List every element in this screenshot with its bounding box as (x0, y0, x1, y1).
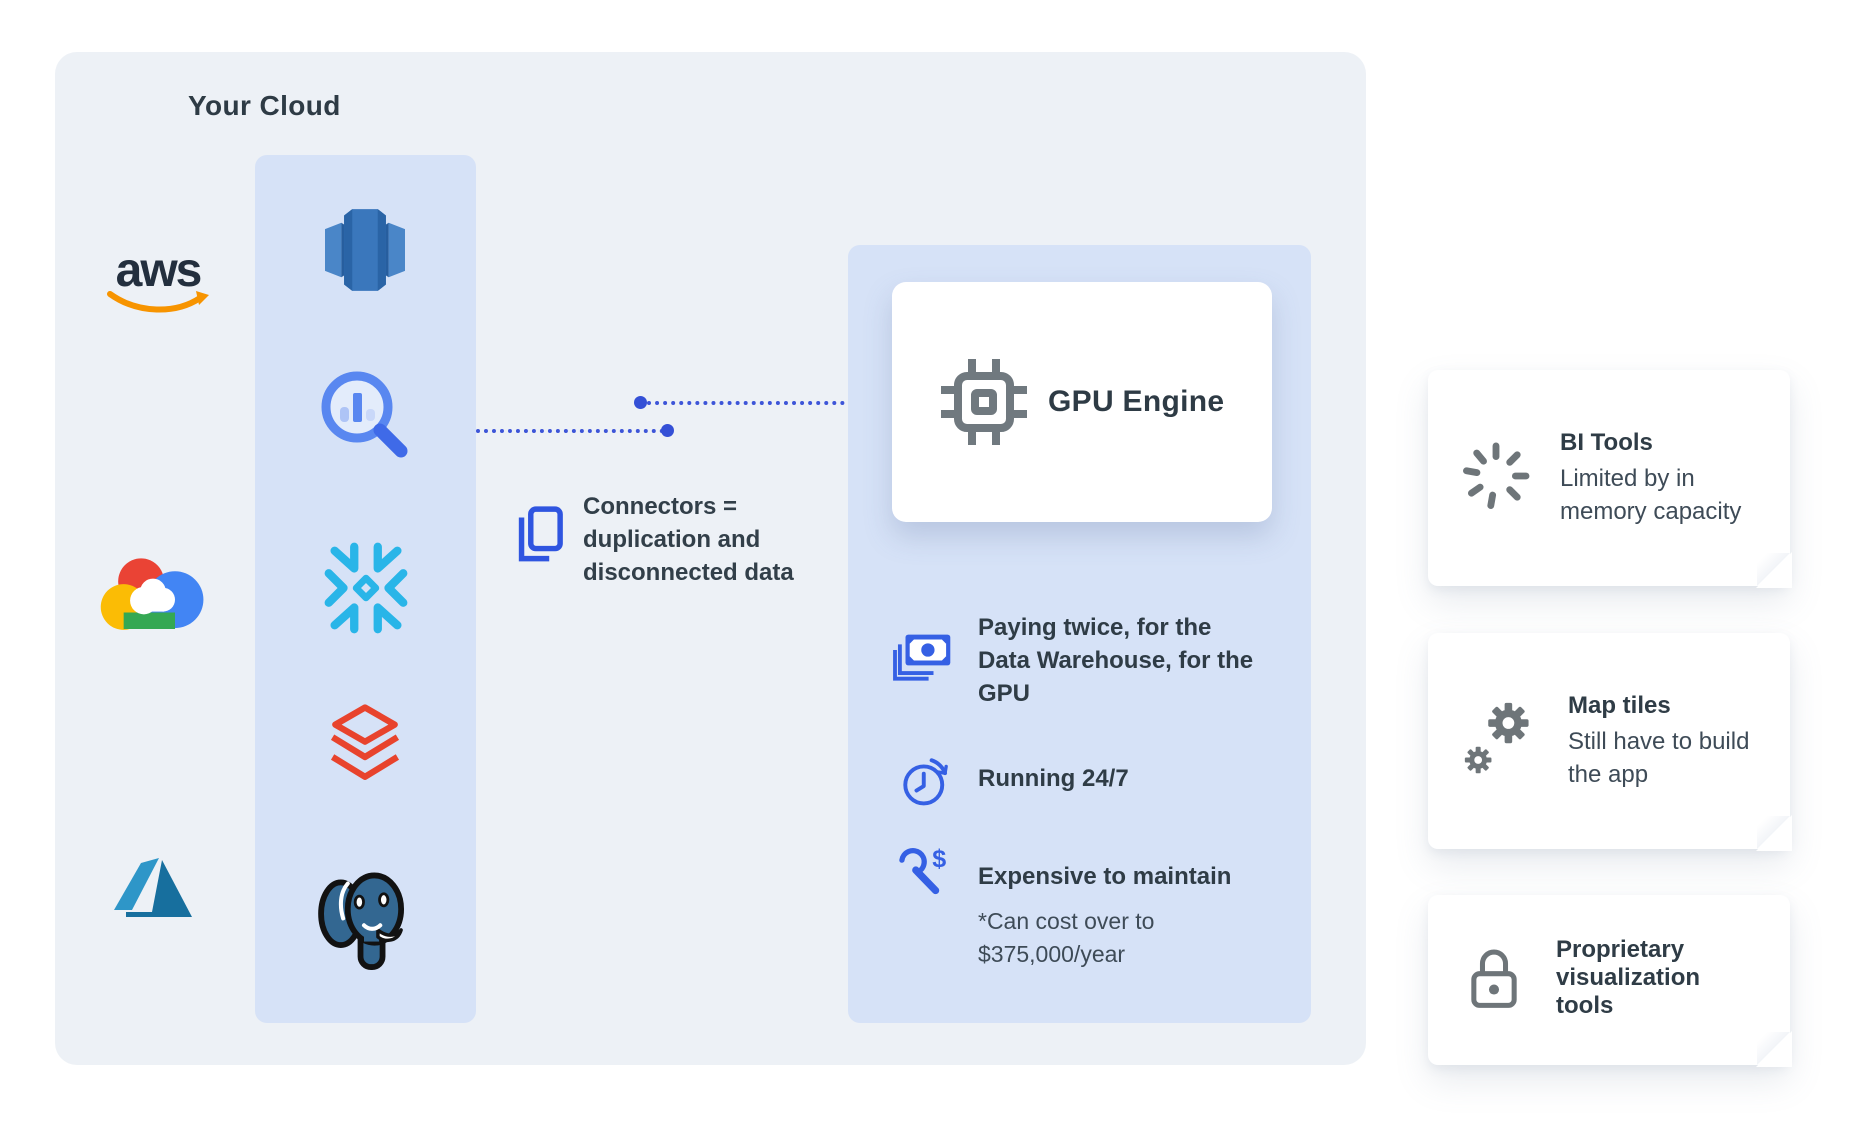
expensive-cost-note: *Can cost over to $375,000/year (978, 908, 1155, 967)
bi-tools-text: Limited by in memory capacity (1560, 464, 1742, 525)
aws-wordmark: aws (115, 244, 203, 297)
map-tiles-card: Map tiles Still have to build the app (1428, 633, 1790, 849)
wrench-dollar-icon: $ (894, 843, 960, 909)
snowflake-icon (317, 539, 415, 637)
spinner-icon (1458, 438, 1534, 519)
your-cloud-title: Your Cloud (188, 90, 341, 121)
running-247-text: Running 24/7 (978, 765, 1129, 792)
map-tiles-text: Still have to build the app (1568, 727, 1750, 788)
map-tiles-title: Map tiles (1568, 691, 1671, 719)
google-cloud-logo (98, 550, 208, 642)
connector-end-dot-lower (661, 424, 674, 437)
svg-text:$: $ (932, 845, 946, 873)
chip-icon (941, 359, 1027, 445)
dotted-connector-line-lower (476, 429, 664, 433)
search-chart-icon (315, 367, 415, 467)
paying-twice-text: Paying twice, for the Data Warehouse, fo… (978, 614, 1254, 707)
google-cloud-icon (100, 558, 204, 630)
redshift-icon (319, 200, 411, 300)
money-icon (888, 627, 958, 687)
gpu-engine-card: GPU Engine (892, 282, 1272, 522)
aws-smile-icon (107, 291, 209, 313)
clock-icon (898, 753, 954, 809)
data-tools-column (255, 155, 476, 1023)
gpu-panel: GPU Engine Paying twice, for the Data Wa… (848, 245, 1311, 1023)
proprietary-tools-card: Proprietary visualization tools (1428, 895, 1790, 1065)
expensive-title: Expensive to maintain (978, 863, 1232, 890)
dotted-connector-line-upper (647, 401, 893, 405)
your-cloud-container: Your Cloud aws (55, 52, 1366, 1065)
azure-logo (104, 851, 204, 927)
bi-tools-card: BI Tools Limited by in memory capacity (1428, 370, 1790, 586)
azure-icon (114, 858, 192, 917)
aws-logo: aws (103, 244, 213, 321)
proprietary-tools-title: Proprietary visualization tools (1556, 935, 1701, 1019)
connector-end-dot-upper (634, 396, 647, 409)
copy-icon (514, 504, 566, 568)
lock-icon (1458, 942, 1530, 1019)
databricks-icon (320, 702, 410, 794)
bi-tools-title: BI Tools (1560, 428, 1653, 456)
connectors-note-text: Connectors = duplication and disconnecte… (583, 493, 794, 586)
gpu-engine-label: GPU Engine (1048, 385, 1225, 418)
gears-icon (1458, 694, 1542, 789)
postgresql-icon (306, 865, 422, 981)
